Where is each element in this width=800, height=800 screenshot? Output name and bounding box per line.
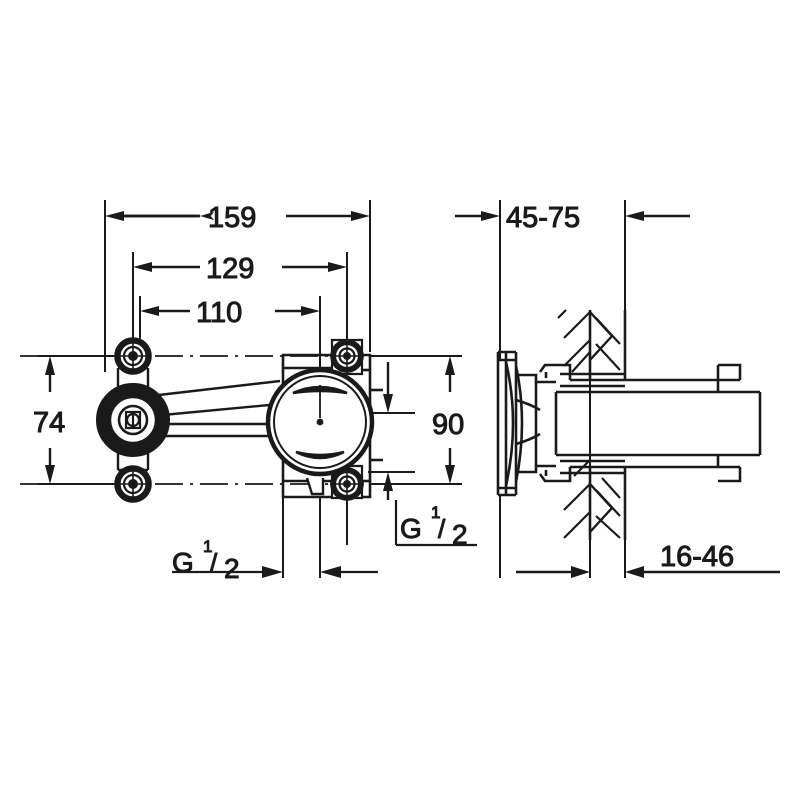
- dimension-129: [133, 262, 347, 272]
- valve-connecting-arms: [149, 379, 286, 438]
- thread-left-g: G: [172, 547, 194, 578]
- thread-extension-lines: [282, 497, 348, 578]
- mounting-boss-bottom-right: [330, 464, 364, 501]
- dimension-label-110: 110: [196, 297, 242, 329]
- dimension-label-129: 129: [206, 253, 254, 285]
- dimension-74-arrows: [45, 356, 55, 484]
- mounting-boss-top-left: [114, 337, 152, 375]
- dimension-label-45-75: 45-75: [506, 202, 580, 234]
- section-outlet-body: [538, 363, 762, 483]
- mounting-boss-top-right: [330, 338, 364, 376]
- dimension-45-75: [455, 211, 690, 221]
- dimension-159: [105, 211, 370, 221]
- dimension-label-74: 74: [33, 407, 65, 439]
- dimension-110: [140, 306, 320, 316]
- thread-right-g: G: [400, 513, 422, 544]
- dimension-16-46: [516, 566, 780, 578]
- thread-label-left: G 1 / 2: [172, 537, 241, 585]
- thread-label-right: G 1 / 2: [400, 503, 469, 551]
- left-inlet-hub: [96, 383, 170, 457]
- thread-right-slash: /: [438, 514, 446, 544]
- mounting-boss-bottom-left: [114, 465, 152, 503]
- valve-cartridge: [265, 367, 375, 496]
- thread-left-denominator: 2: [224, 553, 240, 584]
- wall-section: [560, 310, 627, 540]
- section-body-sleeve: [515, 372, 556, 476]
- wall-break-lines: [589, 311, 614, 533]
- dimension-90-arrows: [383, 356, 455, 500]
- thread-label-right-leader: [394, 500, 477, 547]
- thread-left-numerator: 1: [203, 537, 212, 556]
- dimension-label-90: 90: [432, 409, 464, 441]
- thread-left-slash: /: [210, 548, 218, 578]
- thread-right-denominator: 2: [452, 519, 468, 550]
- dimension-label-16-46: 16-46: [660, 541, 734, 573]
- thread-right-numerator: 1: [431, 503, 440, 522]
- thread-dimension-arrows: [172, 566, 378, 578]
- dimension-label-159: 159: [208, 202, 256, 234]
